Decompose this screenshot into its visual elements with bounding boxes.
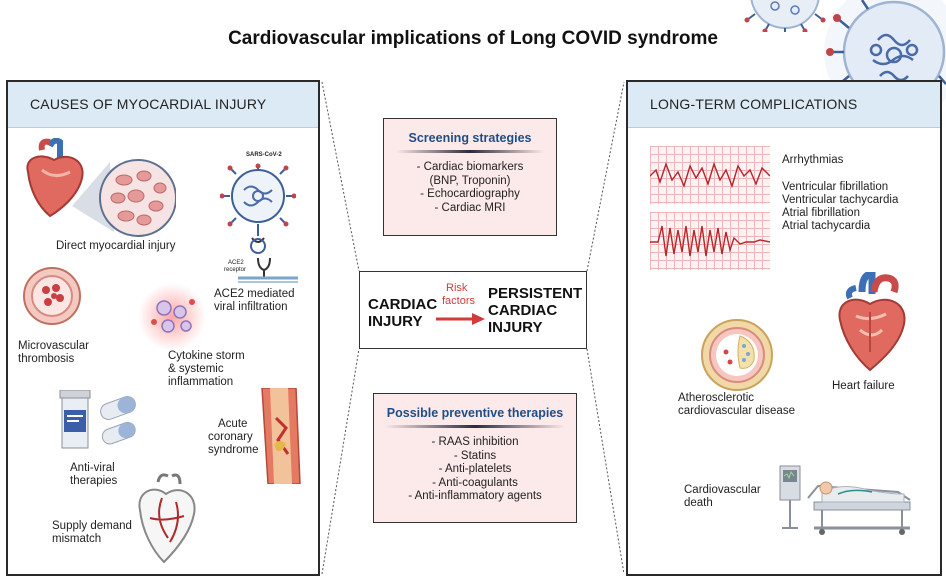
screening-divider xyxy=(396,150,544,153)
therapies-title: Possible preventive therapies xyxy=(386,406,564,420)
therapies-box: Possible preventive therapies - RAAS inh… xyxy=(373,393,577,523)
heart-failure-label: Heart failure xyxy=(832,380,895,392)
therapies-list: - RAAS inhibition - Statins - Anti-plate… xyxy=(374,436,576,504)
ecg-wave-bottom-icon xyxy=(650,225,771,257)
athero-line2-label: cardiovascular disease xyxy=(678,405,795,417)
acs-line1-label: Acute xyxy=(218,418,248,430)
death-line1-label: Cardiovascular xyxy=(684,484,761,496)
arrhythmia-item: Atrial fibrillation xyxy=(782,207,860,219)
complications-panel-header: LONG-TERM COMPLICATIONS xyxy=(628,82,940,128)
risk-label: Risk xyxy=(446,282,468,294)
ecg-strip-top xyxy=(649,146,771,204)
cyto-line2-label: & systemic xyxy=(168,363,224,375)
coronary-artery-icon xyxy=(261,388,301,484)
virus-illustration-small xyxy=(744,0,826,32)
causes-panel: CAUSES OF MYOCARDIAL INJURY Direct myoca… xyxy=(6,80,320,576)
complications-panel: LONG-TERM COMPLICATIONS Arrhythmias Vent… xyxy=(626,80,942,576)
ecg-strip-bottom xyxy=(650,212,771,270)
screening-list: - Cardiac biomarkers (BNP, Troponin) - E… xyxy=(384,161,556,215)
myocardial-tissue-icon xyxy=(72,159,176,237)
antiviral-line1-label: Anti-viral xyxy=(70,462,115,474)
supply-line2-label: mismatch xyxy=(52,533,102,545)
direct-injury-label: Direct myocardial injury xyxy=(56,240,176,252)
therapy-item: - RAAS inhibition xyxy=(431,436,519,448)
death-line2-label: death xyxy=(684,497,713,509)
cyto-line3-label: inflammation xyxy=(168,376,234,388)
arrhythmia-item: Ventricular fibrillation xyxy=(782,181,889,193)
acs-line2-label: coronary xyxy=(208,431,253,443)
arrhythmia-item: Ventricular tachycardia xyxy=(782,194,899,206)
ace2-receptor-icon xyxy=(238,257,298,283)
page-title: Cardiovascular implications of Long COVI… xyxy=(228,28,718,49)
hospital-bed-icon xyxy=(779,465,911,535)
arrow-right-icon xyxy=(436,313,485,325)
acs-line3-label: syndrome xyxy=(208,444,259,456)
persistent-injury-label: INJURY xyxy=(488,319,543,336)
center-cardiac-box: CARDIAC INJURY Risk factors PERSISTENT C… xyxy=(359,271,587,349)
screening-item: (BNP, Troponin) xyxy=(429,174,511,187)
atherosclerotic-vessel-icon xyxy=(701,319,773,391)
cardiac-label: CARDIAC xyxy=(368,296,438,313)
causes-panel-header: CAUSES OF MYOCARDIAL INJURY xyxy=(8,82,318,128)
outline-heart-icon xyxy=(138,473,196,564)
antiviral-line2-label: therapies xyxy=(70,475,118,487)
screening-item: - Cardiac MRI xyxy=(434,201,506,214)
pill-bottle-icon xyxy=(59,390,136,449)
cytokine-cells-icon xyxy=(138,283,206,351)
therapy-item: - Statins xyxy=(453,449,497,462)
ecg-wave-top-icon xyxy=(649,161,771,189)
arrhythmias-label: Arrhythmias xyxy=(782,154,844,166)
micro-line1-label: Microvascular xyxy=(18,340,89,352)
ace2-small-label: ACE2 xyxy=(228,260,244,266)
receptor-small-label: receptor xyxy=(224,267,247,273)
heart-failure-icon xyxy=(838,272,906,372)
sars-label: SARS-CoV-2 xyxy=(246,152,282,158)
virus-icon xyxy=(220,163,296,254)
blood-vessel-icon xyxy=(23,267,81,325)
therapy-item: - Anti-inflammatory agents xyxy=(408,490,542,502)
screening-title: Screening strategies xyxy=(408,131,532,145)
screening-item: - Cardiac biomarkers xyxy=(416,161,524,173)
ace2-line2-label: viral infiltration xyxy=(214,301,288,313)
screening-item: - Echocardiography xyxy=(420,188,520,200)
ace2-line1-label: ACE2 mediated xyxy=(214,288,295,300)
therapies-divider xyxy=(385,425,565,428)
therapy-item: - Anti-coagulants xyxy=(432,476,518,489)
persistent-cardiac-label: CARDIAC xyxy=(488,302,558,319)
arrhythmia-item: Atrial tachycardia xyxy=(782,220,871,232)
micro-line2-label: thrombosis xyxy=(18,353,75,365)
heart-icon xyxy=(26,138,84,218)
factors-label: factors xyxy=(442,295,476,307)
cyto-line1-label: Cytokine storm xyxy=(168,350,245,362)
persistent-label: PERSISTENT xyxy=(488,285,583,302)
athero-line1-label: Atherosclerotic xyxy=(678,392,755,404)
injury-label: INJURY xyxy=(368,313,423,330)
therapy-item: - Anti-platelets xyxy=(438,463,512,475)
supply-line1-label: Supply demand xyxy=(52,520,132,532)
screening-box: Screening strategies - Cardiac biomarker… xyxy=(383,118,557,236)
